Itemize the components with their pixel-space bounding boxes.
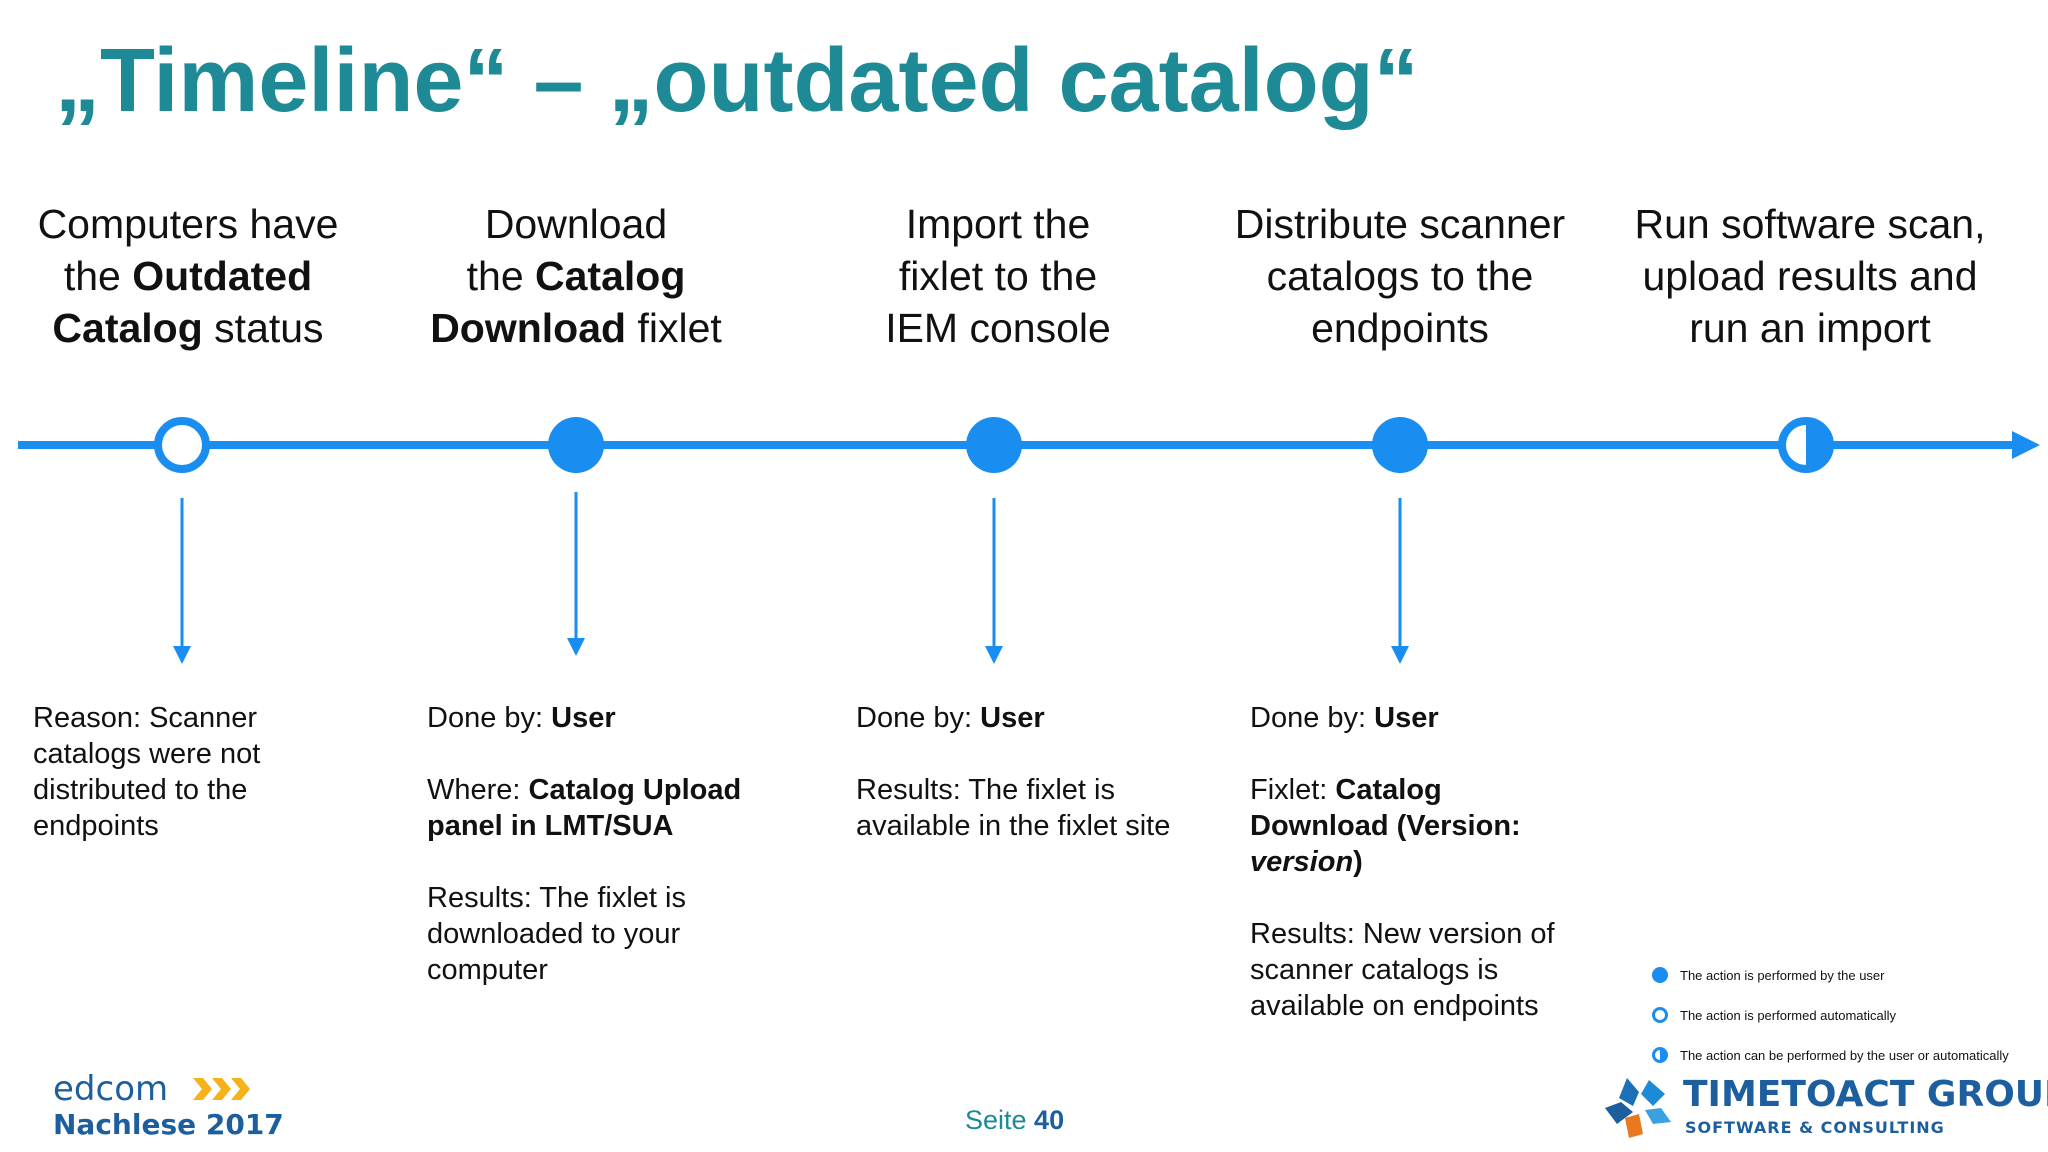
slide-title: „Timeline“ – „outdated catalog“ <box>55 31 1419 131</box>
connector-arrowhead-1 <box>173 646 191 664</box>
step-details-2: Done by: User Where: Catalog Upload pane… <box>427 700 757 1024</box>
step-details-3: Done by: User Results: The fixlet is ava… <box>856 700 1186 880</box>
step-details-4: Done by: User Fixlet: Catalog Download (… <box>1250 700 1580 1060</box>
legend-item-user: The action is performed by the user <box>1652 955 2009 995</box>
node-step-4-user <box>1372 417 1428 473</box>
detail-reason: Reason: Scanner catalogs were not distri… <box>33 702 261 842</box>
connector-arrowhead-3 <box>985 646 1003 664</box>
step-details-1: Reason: Scanner catalogs were not distri… <box>33 700 333 880</box>
legend: The action is performed by the user The … <box>1652 955 2009 1075</box>
detail-done-by: Done by: User <box>1250 702 1439 734</box>
chevrons-icon <box>193 1078 250 1100</box>
detail-results: Results: The fixlet is available in the … <box>856 774 1171 842</box>
step-title-5: Run software scan, upload results and ru… <box>1634 201 1986 351</box>
step-title-2: Download the Catalog Download fixlet <box>430 201 722 351</box>
filled-circle-icon <box>1652 967 1668 983</box>
timeline-arrowhead <box>2012 431 2040 459</box>
node-step-2-user <box>548 417 604 473</box>
empty-circle-icon <box>1652 1007 1668 1023</box>
step-title-3: Import the fixlet to the IEM console <box>885 201 1111 351</box>
detail-done-by: Done by: User <box>427 702 616 734</box>
half-circle-icon <box>1652 1047 1668 1063</box>
node-step-1-automatic <box>154 417 210 473</box>
detail-results: Results: The fixlet is downloaded to you… <box>427 882 686 986</box>
detail-results: Results: New version of scanner catalogs… <box>1250 918 1555 1022</box>
node-step-3-user <box>966 417 1022 473</box>
legend-item-automatic: The action is performed automatically <box>1652 995 2009 1035</box>
page-number: Seite 40 <box>965 1105 1065 1135</box>
node-step-5-both <box>1778 417 1834 473</box>
step-title-1: Computers have the Outdated Catalog stat… <box>37 201 339 351</box>
edcom-logo: edcom Nachlese 2017 <box>53 1069 284 1141</box>
detail-fixlet: Fixlet: Catalog Download (Version: versi… <box>1250 774 1521 878</box>
connector-arrowhead-2 <box>567 638 585 656</box>
legend-item-both: The action can be performed by the user … <box>1652 1035 2009 1075</box>
timetoact-mark-icon <box>1605 1078 1671 1138</box>
step-title-4: Distribute scanner catalogs to the endpo… <box>1234 201 1566 351</box>
detail-where: Where: Catalog Upload panel in LMT/SUA <box>427 774 742 842</box>
connector-arrowhead-4 <box>1391 646 1409 664</box>
detail-done-by: Done by: User <box>856 702 1045 734</box>
